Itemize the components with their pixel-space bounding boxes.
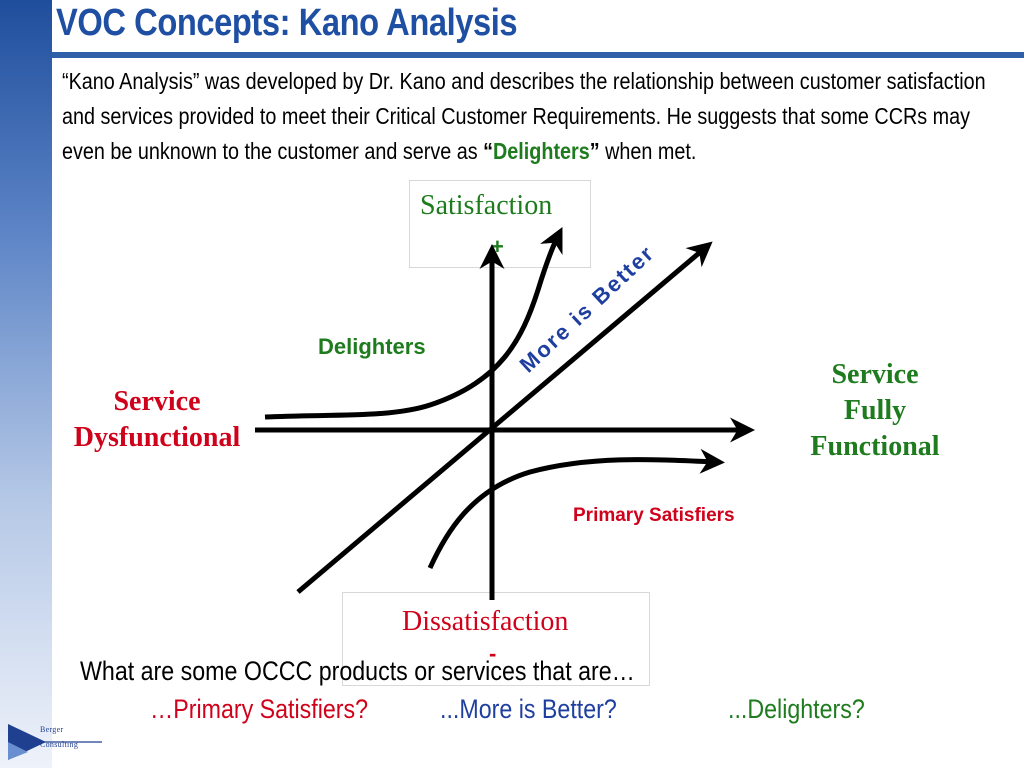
intro-highlight-delighters: Delighters xyxy=(493,138,590,164)
delighters-label: Delighters xyxy=(318,334,426,359)
dissatisfaction-label: Dissatisfaction xyxy=(402,606,569,637)
more-is-better-line xyxy=(296,241,713,594)
service-dysfunctional-label: Service Dysfunctional xyxy=(52,384,262,456)
dissatisfaction-box xyxy=(342,592,650,686)
close-quote: ” xyxy=(589,138,600,164)
logo-line2: Consulting xyxy=(40,740,79,749)
open-quote: “ xyxy=(483,138,494,164)
intro-paragraph: “Kano Analysis” was developed by Dr. Kan… xyxy=(62,64,991,169)
right-label-line1: Service xyxy=(831,359,919,390)
option-delighters: ...Delighters? xyxy=(728,694,865,724)
left-label-line2: Dysfunctional xyxy=(73,422,241,453)
delighters-curve xyxy=(264,227,563,420)
question-text: What are some OCCC products or services … xyxy=(80,656,635,686)
primary-satisfiers-label: Primary Satisfiers xyxy=(573,505,735,526)
intro-text-end: when met. xyxy=(599,138,697,164)
service-fully-functional-label: Service Fully Functional xyxy=(790,357,960,465)
side-gradient-band xyxy=(0,0,52,768)
logo-text: Berger Consulting xyxy=(40,725,78,749)
option-more-is-better: ...More is Better? xyxy=(440,694,617,724)
left-label-line1: Service xyxy=(113,386,201,417)
title-divider xyxy=(52,52,1024,58)
slide-title: VOC Concepts: Kano Analysis xyxy=(56,2,518,44)
option-primary-satisfiers: …Primary Satisfiers? xyxy=(150,694,369,724)
primary-satisfiers-curve xyxy=(427,448,725,570)
intro-text: “Kano Analysis” was developed by Dr. Kan… xyxy=(62,68,986,164)
right-label-line2: Fully xyxy=(843,395,907,426)
logo-line1: Berger xyxy=(40,725,64,734)
minus-sign: - xyxy=(489,641,497,666)
right-label-line3: Functional xyxy=(810,431,940,462)
satisfaction-label: Satisfaction xyxy=(420,190,553,221)
berger-consulting-logo-icon xyxy=(8,724,102,760)
